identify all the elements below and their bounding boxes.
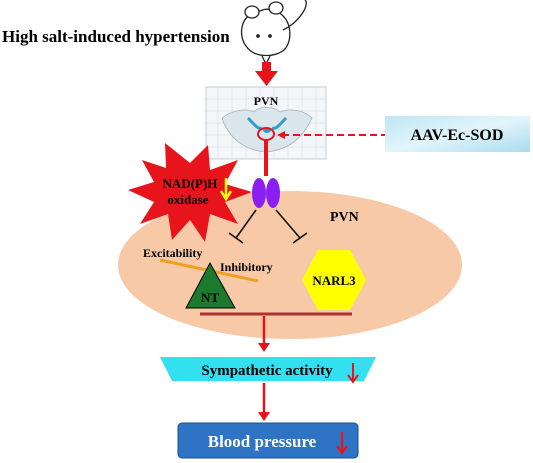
aav-box: [385, 116, 530, 152]
sympathetic-label: Sympathetic activity: [201, 363, 333, 379]
oxidase-label-line2: oxidase: [167, 192, 208, 207]
excitability-label: Excitability: [143, 246, 202, 260]
arrow-to-blood-pressure: [258, 383, 270, 421]
receptor-right: [266, 178, 280, 208]
receptor-left: [252, 178, 266, 208]
narl3-label: NARL3: [312, 273, 356, 288]
blood-pressure-label: Blood pressure: [208, 432, 317, 451]
brain-section-icon: [205, 86, 327, 160]
inhibit-line-left: [228, 209, 257, 244]
oxidase-down-arrow-icon: [219, 178, 233, 202]
blood-pressure-box: [177, 422, 359, 459]
oxidase-label-line1: NAD(P)H: [163, 176, 218, 191]
mouse-icon: [240, 0, 307, 66]
sympathetic-down-arrow-icon: [347, 363, 359, 384]
pvn-oval-label: PVN: [330, 210, 359, 225]
arrow-mouse-to-brain: [255, 62, 278, 86]
nt-label: NT: [201, 290, 219, 305]
arrow-to-sympathetic: [258, 316, 270, 352]
aav-label: AAV-Ec-SOD: [411, 127, 504, 144]
nt-triangle: [185, 261, 236, 309]
inhibit-line-right: [275, 209, 308, 244]
starburst-icon: [128, 143, 252, 242]
inhibitory-label: Inhibitory: [220, 260, 273, 274]
title-text: High salt-induced hypertension: [2, 27, 230, 46]
brain-pvn-label: PVN: [254, 94, 279, 108]
blood-pressure-down-arrow-icon: [336, 432, 348, 455]
narl3-hexagon: [302, 250, 366, 310]
sympathetic-box: [160, 357, 376, 381]
